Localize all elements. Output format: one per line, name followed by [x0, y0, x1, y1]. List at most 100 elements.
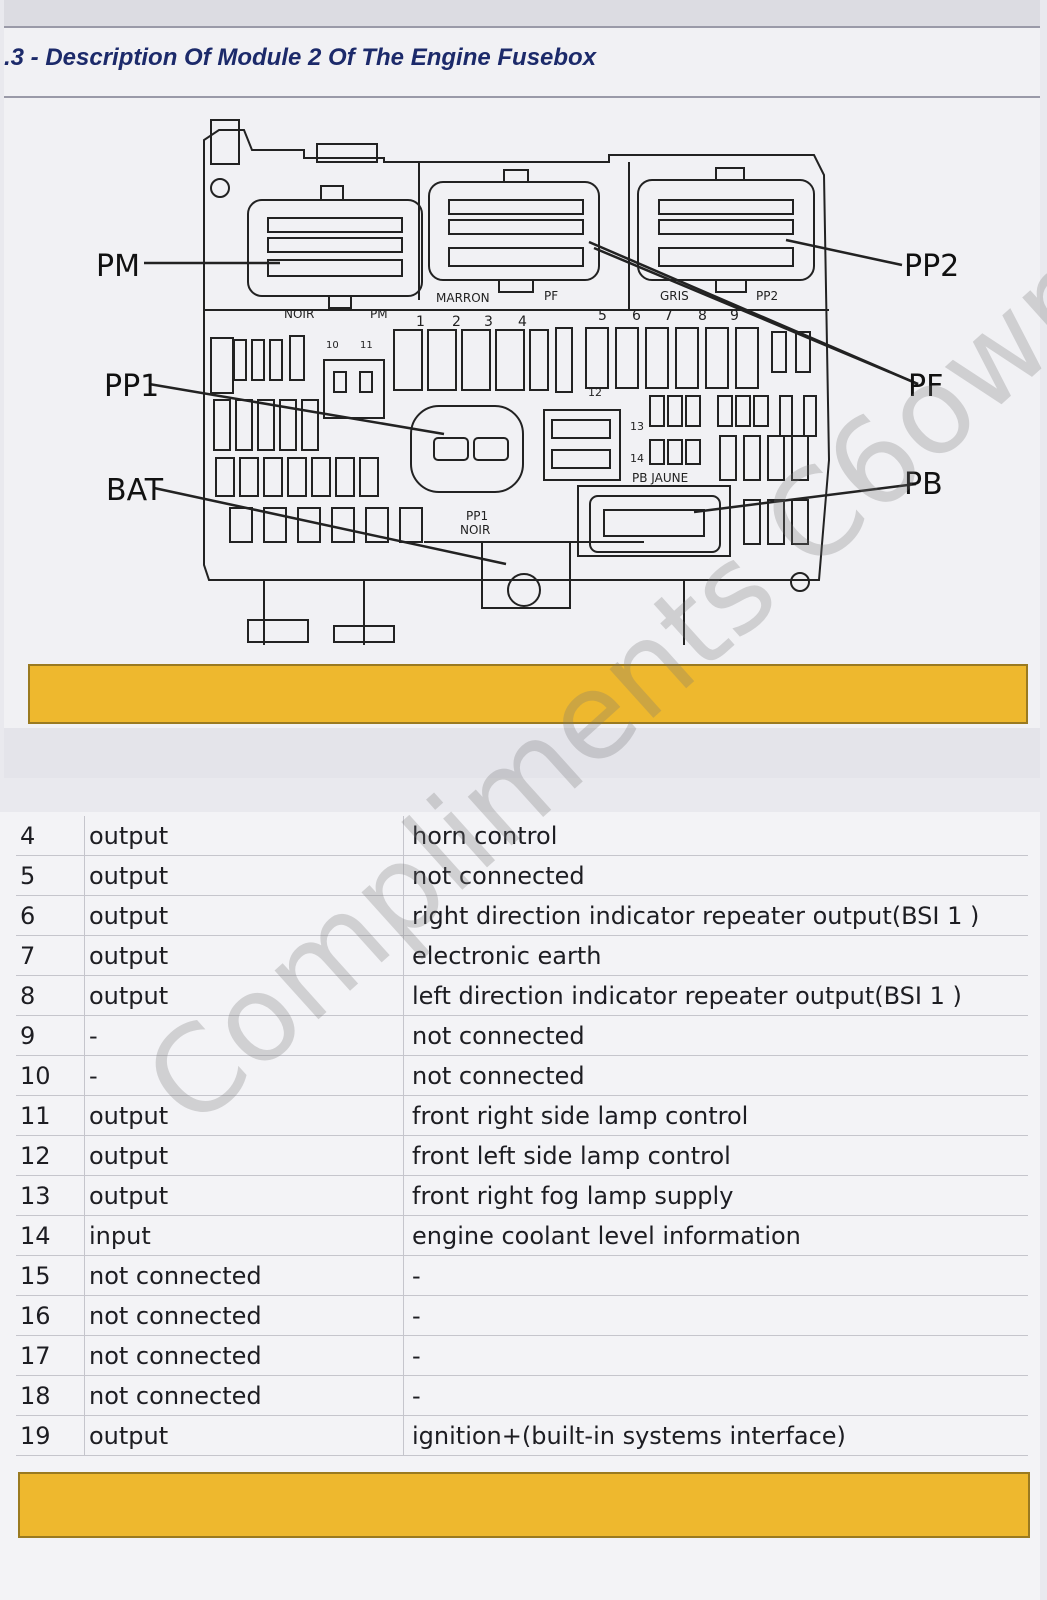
pin-description: - — [403, 1295, 1028, 1336]
pf-latch — [503, 169, 529, 183]
pin-type: - — [84, 1015, 404, 1056]
pin-type: input — [84, 1215, 404, 1256]
pin-type: output — [84, 935, 404, 976]
callout-pb: PB — [904, 467, 943, 502]
fuse-row-top — [393, 327, 811, 393]
label-pp2-small: PP2 — [756, 289, 778, 303]
fuse-number: 14 — [630, 452, 644, 465]
bat-stud — [481, 542, 571, 609]
fuse-number: 4 — [518, 314, 527, 330]
pin-type: output — [84, 1095, 404, 1136]
pp2-latch — [715, 167, 745, 181]
fuse-number: 11 — [360, 340, 373, 351]
pin-type: - — [84, 1055, 404, 1096]
pm-connector — [247, 199, 423, 297]
diagram-screen: .3 - Description Of Module 2 Of The Engi… — [4, 0, 1040, 778]
callout-bat: BAT — [106, 473, 164, 508]
pin-description: left direction indicator repeater output… — [403, 975, 1028, 1016]
pin-description: front right fog lamp supply — [403, 1175, 1028, 1216]
callout-pf: PF — [908, 369, 943, 404]
pin-number: 15 — [16, 1255, 85, 1296]
pm-latch — [320, 185, 344, 201]
label-marron: MARRON — [436, 291, 490, 305]
fuse-block-left — [210, 335, 423, 543]
callout-pp1: PP1 — [104, 369, 159, 404]
fuse-number: 2 — [452, 314, 461, 330]
window-bottom-strip — [4, 728, 1040, 778]
pin-description: right direction indicator repeater outpu… — [403, 895, 1028, 936]
label-pm-small: PM — [370, 307, 388, 321]
pin-number: 5 — [16, 855, 85, 896]
fuse-number: 9 — [730, 308, 739, 324]
fuse-block-right — [649, 395, 817, 545]
mount-hole-right — [790, 572, 810, 592]
fuse-number: 13 — [630, 420, 644, 433]
pin-description: electronic earth — [403, 935, 1028, 976]
fuse-number: 8 — [698, 308, 707, 324]
pin-description: front right side lamp control — [403, 1095, 1028, 1136]
pin-description: horn control — [403, 816, 1028, 856]
pp1-connector — [410, 405, 524, 493]
pin-type: output — [84, 1415, 404, 1456]
status-bar-top — [28, 664, 1028, 724]
pin-description: ignition+(built-in systems interface) — [403, 1415, 1028, 1456]
housing-tab — [210, 119, 240, 165]
leader-pb — [693, 482, 917, 514]
pin-number: 14 — [16, 1215, 85, 1256]
label-pf-small: PF — [544, 289, 558, 303]
pin-number: 12 — [16, 1135, 85, 1176]
pin-number: 7 — [16, 935, 85, 976]
leader-pf-2 — [593, 246, 919, 386]
pin-description: not connected — [403, 1015, 1028, 1056]
pin-description: - — [403, 1255, 1028, 1296]
pin-type: not connected — [84, 1295, 404, 1336]
pin-number: 8 — [16, 975, 85, 1016]
pin-description: - — [403, 1335, 1028, 1376]
window-top-bar — [4, 0, 1040, 28]
pin-type: not connected — [84, 1375, 404, 1416]
fuse-number: 5 — [598, 308, 607, 324]
table-row[interactable]: 9-not connected — [16, 1015, 1028, 1056]
pin-type: output — [84, 1175, 404, 1216]
pin-number: 4 — [16, 816, 85, 856]
callout-pm: PM — [96, 249, 140, 284]
pin-number: 6 — [16, 895, 85, 936]
fuse-number: 12 — [588, 386, 602, 399]
pin-description: front left side lamp control — [403, 1135, 1028, 1176]
callout-pp2: PP2 — [904, 249, 959, 284]
fuse-number: 1 — [416, 314, 425, 330]
label-pb-jaune: PB JAUNE — [632, 471, 688, 485]
leader-pp2 — [785, 238, 903, 267]
table-row[interactable]: 10-not connected — [16, 1055, 1028, 1096]
pin-type: not connected — [84, 1335, 404, 1376]
pin-type: output — [84, 895, 404, 936]
pb-connector — [589, 495, 721, 553]
pin-description: not connected — [403, 855, 1028, 896]
label-gris: GRIS — [660, 289, 689, 303]
housing-top-lug — [316, 143, 378, 163]
label-noir-pm: NOIR — [284, 307, 314, 321]
pin-type: not connected — [84, 1255, 404, 1296]
fusebox-diagram: PM PP2 PP1 PF BAT PB NOIR PM MARRON PF G… — [96, 119, 959, 645]
pin-number: 17 — [16, 1335, 85, 1376]
pin-type: output — [84, 855, 404, 896]
mount-hole-left — [210, 178, 230, 198]
fuse-number: 10 — [326, 340, 339, 351]
pin-type: output — [84, 975, 404, 1016]
page-title: .3 - Description Of Module 2 Of The Engi… — [4, 44, 597, 71]
